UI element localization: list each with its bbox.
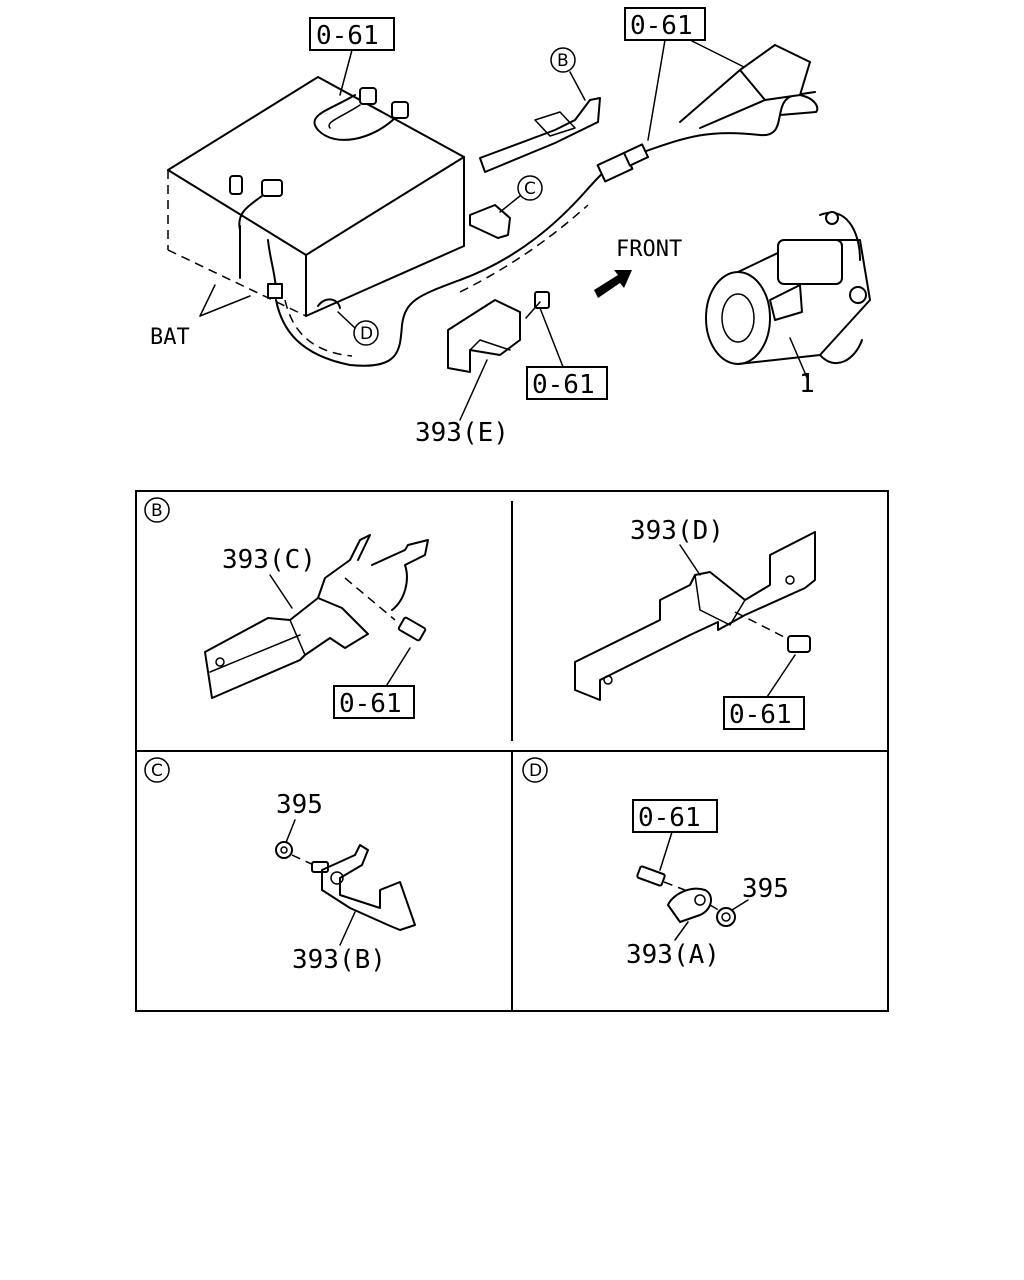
label-393b: 393(B) (292, 945, 386, 975)
main-assembly: BAT D 0-61 0-61 B C FRONT (150, 7, 871, 448)
starter-motor: 1 (705, 211, 871, 399)
detail-marker-d-main (353, 320, 379, 346)
detail-marker-c-main (517, 175, 543, 201)
label-393e: 393(E) (415, 418, 509, 448)
ref-top-left: 0-61 (316, 21, 379, 51)
detail-b-marker: B (151, 501, 163, 521)
detail-marker-c-main-text: C (524, 179, 536, 199)
ref-box-mid (526, 366, 608, 400)
battery-label: BAT (150, 325, 190, 350)
detail-panel-c: C 395 393(B) (144, 757, 416, 975)
detail-d-marker: D (529, 761, 542, 781)
ref-top-right: 0-61 (630, 11, 693, 41)
detail-marker-b-main-text: B (557, 51, 569, 71)
ref-box-top-left (309, 17, 395, 51)
front-label: FRONT (616, 237, 682, 262)
ref-box-b (333, 685, 415, 719)
label-393d: 393(D) (630, 516, 724, 546)
ref-box-top-right (624, 7, 706, 41)
front-arrow-icon (594, 270, 632, 298)
label-395-c: 395 (276, 790, 323, 820)
ref-box-d-top (723, 696, 805, 730)
detail-c-marker: C (151, 761, 163, 781)
label-395-d: 395 (742, 874, 789, 904)
detail-panel-d: D 0-61 395 393(A) (522, 757, 789, 970)
ref-d-top: 0-61 (729, 700, 792, 730)
battery: BAT D (150, 76, 816, 367)
ref-mid: 0-61 (532, 370, 595, 400)
detail-marker-b-main (550, 47, 576, 73)
label-393c: 393(C) (222, 545, 316, 575)
ref-b: 0-61 (339, 689, 402, 719)
ref-box-d-bottom (632, 799, 718, 833)
label-393a: 393(A) (626, 940, 720, 970)
detail-panels: B 393(C) 0-61 393(D) 0-61 (135, 490, 889, 1012)
detail-panel-393d: 393(D) 0-61 (574, 516, 816, 730)
detail-marker-d-main-text: D (360, 324, 373, 344)
ref-d-bottom: 0-61 (638, 803, 701, 833)
detail-panel-b: B 393(C) 0-61 (144, 497, 429, 719)
label-starter: 1 (799, 369, 815, 399)
